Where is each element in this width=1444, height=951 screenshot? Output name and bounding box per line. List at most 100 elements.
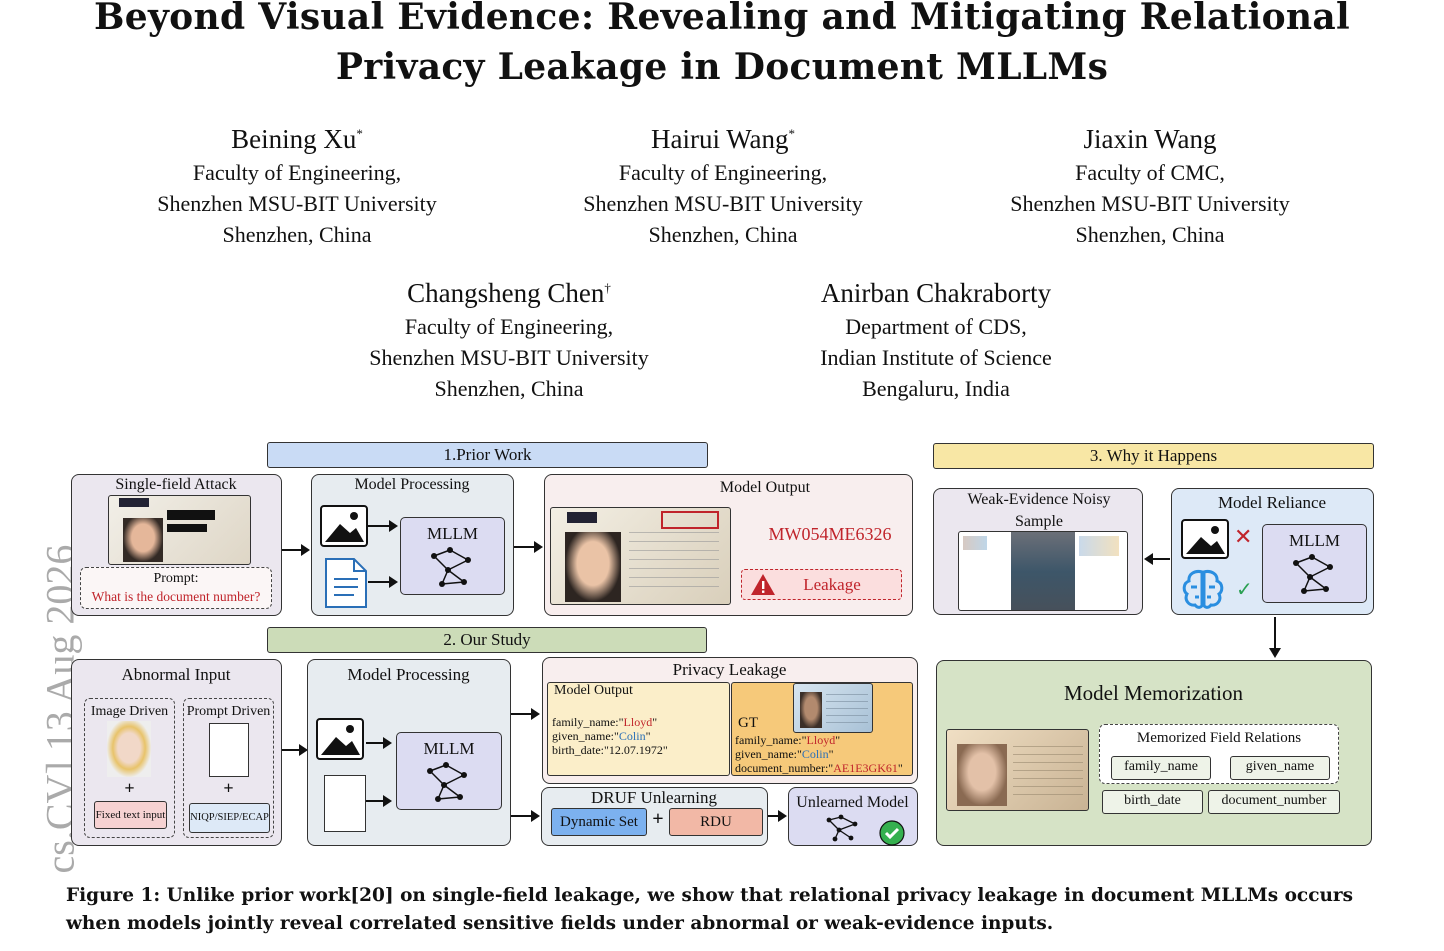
- niqp-siep-ecap-chip: NIQP/SIEP/ECAP: [189, 803, 270, 833]
- redaction-bar: [167, 524, 207, 532]
- prompt-driven-label: Prompt Driven: [186, 704, 271, 719]
- flow-arrow: [514, 541, 543, 553]
- author-mark: *: [356, 126, 363, 141]
- card-text-lines: [1013, 746, 1083, 802]
- author-block: Anirban Chakraborty Department of CDS, I…: [726, 270, 1146, 404]
- redaction-bar: [167, 510, 215, 520]
- card-logo-block: [567, 512, 597, 523]
- card-fragment: [1079, 536, 1119, 556]
- noisy-sample-label: Weak-Evidence Noisy Sample: [967, 491, 1111, 530]
- network-icon: [1292, 554, 1333, 594]
- gt-key: family_name:": [735, 733, 807, 747]
- paper-title: Beyond Visual Evidence: Revealing and Mi…: [94, 0, 1350, 88]
- flow-arrow-down: [1274, 617, 1276, 651]
- noisy-id-image: [958, 531, 1128, 611]
- druf-unlearning-panel: DRUF Unlearning Dynamic Set + RDU: [541, 787, 768, 846]
- leaked-document-number: MW054ME6326: [768, 524, 892, 544]
- why-header: 3. Why it Happens: [933, 443, 1374, 469]
- card-text-lines: [629, 532, 719, 592]
- noisy-sample-panel: Weak-Evidence Noisy Sample: [933, 488, 1143, 615]
- ground-truth-box: GT family_name:"Lloyd" given_name:"Colin…: [731, 682, 913, 776]
- flow-arrow: [282, 544, 310, 556]
- card-fragment: [963, 536, 987, 550]
- model-output-panel: Model Output MW054ME6326 Leakage: [544, 474, 913, 616]
- model-processing-label: Model Processing: [354, 476, 470, 493]
- id-card-image: [793, 683, 873, 733]
- author-mark: *: [788, 126, 796, 141]
- abnormal-input-panel: Abnormal Input Image Driven + Fixed text…: [71, 659, 282, 846]
- abnormal-input-label: Abnormal Input: [121, 665, 231, 684]
- output-value: Colin: [618, 729, 646, 743]
- model-processing-panel: Model Processing MLLM: [307, 659, 511, 846]
- id-card-image: [946, 729, 1089, 811]
- gt-line: given_name:"Colin": [735, 747, 833, 761]
- author-name: Anirban Chakraborty: [820, 278, 1052, 308]
- gt-quote: ": [897, 761, 903, 775]
- leakage-label: Leakage: [803, 575, 861, 594]
- author-affil-line: Shenzhen, China: [648, 222, 798, 247]
- model-processing-label: Model Processing: [347, 665, 470, 684]
- privacy-leakage-panel: Privacy Leakage Model Output family_name…: [542, 657, 918, 784]
- model-memorization-label: Model Memorization: [1063, 681, 1244, 705]
- field-chip: family_name: [1111, 756, 1211, 780]
- leakage-badge: Leakage: [741, 569, 902, 600]
- author-name: Hairui Wang: [650, 124, 789, 154]
- flow-arrow: [366, 737, 392, 749]
- face-photo: [107, 721, 151, 777]
- author-block: Beining Xu* Faculty of Engineering, Shen…: [87, 116, 507, 250]
- output-line: birth_date:"12.07.1972": [552, 743, 668, 757]
- figure-caption: Figure 1: Unlike prior work[20] on singl…: [66, 885, 1354, 934]
- check-circle-icon: [879, 820, 905, 846]
- gt-line: document_number:"AE1E3GK61": [735, 761, 903, 775]
- prompt-box: Prompt: What is the document number?: [80, 567, 272, 609]
- network-icon: [430, 547, 471, 587]
- id-card-image: [108, 495, 251, 565]
- flow-arrow: [768, 810, 787, 822]
- memorized-relations-label: Memorized Field Relations: [1136, 730, 1302, 746]
- flow-arrow: [368, 576, 398, 588]
- author-affil-line: Shenzhen MSU-BIT University: [583, 191, 863, 216]
- flow-arrow-left: [1144, 553, 1170, 565]
- privacy-leakage-label: Privacy Leakage: [672, 660, 787, 679]
- prompt-label: Prompt:: [153, 571, 199, 586]
- mllm-label: MLLM: [423, 739, 475, 758]
- prompt-driven-box: Prompt Driven + NIQP/SIEP/ECAP: [183, 698, 274, 838]
- author-affil-line: Faculty of CMC,: [1075, 160, 1225, 185]
- image-icon: [1181, 519, 1229, 559]
- cross-icon: ✕: [1234, 525, 1253, 550]
- model-processing-panel: Model Processing MLLM: [311, 474, 514, 616]
- image-icon: [316, 718, 364, 760]
- author-affil-line: Shenzhen, China: [1075, 222, 1225, 247]
- single-field-attack-panel: Single-field Attack Prompt: What is the …: [71, 474, 282, 616]
- gt-line: family_name:"Lloyd": [735, 733, 840, 747]
- author-affil-line: Indian Institute of Science: [820, 345, 1052, 370]
- field-chip: birth_date: [1102, 790, 1203, 814]
- id-card-image: [550, 507, 731, 605]
- warning-icon: [751, 574, 775, 595]
- noise-patch: [1011, 532, 1075, 610]
- blank-document: [324, 775, 366, 832]
- mllm-block: MLLM: [400, 517, 505, 595]
- author-block: Changsheng Chen† Faculty of Engineering,…: [299, 270, 719, 404]
- mllm-block: MLLM: [1262, 524, 1367, 603]
- document-icon: [325, 558, 367, 608]
- author-block: Jiaxin Wang Faculty of CMC, Shenzhen MSU…: [940, 116, 1360, 250]
- author-affil-line: Shenzhen MSU-BIT University: [157, 191, 437, 216]
- plus-sign: +: [124, 778, 135, 798]
- prompt-text: What is the document number?: [91, 589, 261, 604]
- face-photo: [800, 692, 822, 728]
- output-line: family_name:"Lloyd": [552, 715, 657, 729]
- author-affil-line: Faculty of Engineering,: [404, 314, 614, 339]
- card-text-lines: [826, 694, 868, 726]
- field-chip: given_name: [1230, 756, 1330, 780]
- flow-arrow: [511, 810, 540, 822]
- gt-quote: ": [835, 733, 841, 747]
- mllm-block: MLLM: [396, 732, 502, 810]
- face-photo: [123, 518, 163, 562]
- author-affil-line: Shenzhen, China: [434, 376, 584, 401]
- flow-arrow: [511, 708, 540, 720]
- network-icon: [826, 814, 858, 842]
- model-output-label: Model Output: [554, 683, 633, 698]
- author-affil-line: Shenzhen, China: [222, 222, 372, 247]
- fixed-text-input-chip: Fixed text input: [94, 801, 167, 829]
